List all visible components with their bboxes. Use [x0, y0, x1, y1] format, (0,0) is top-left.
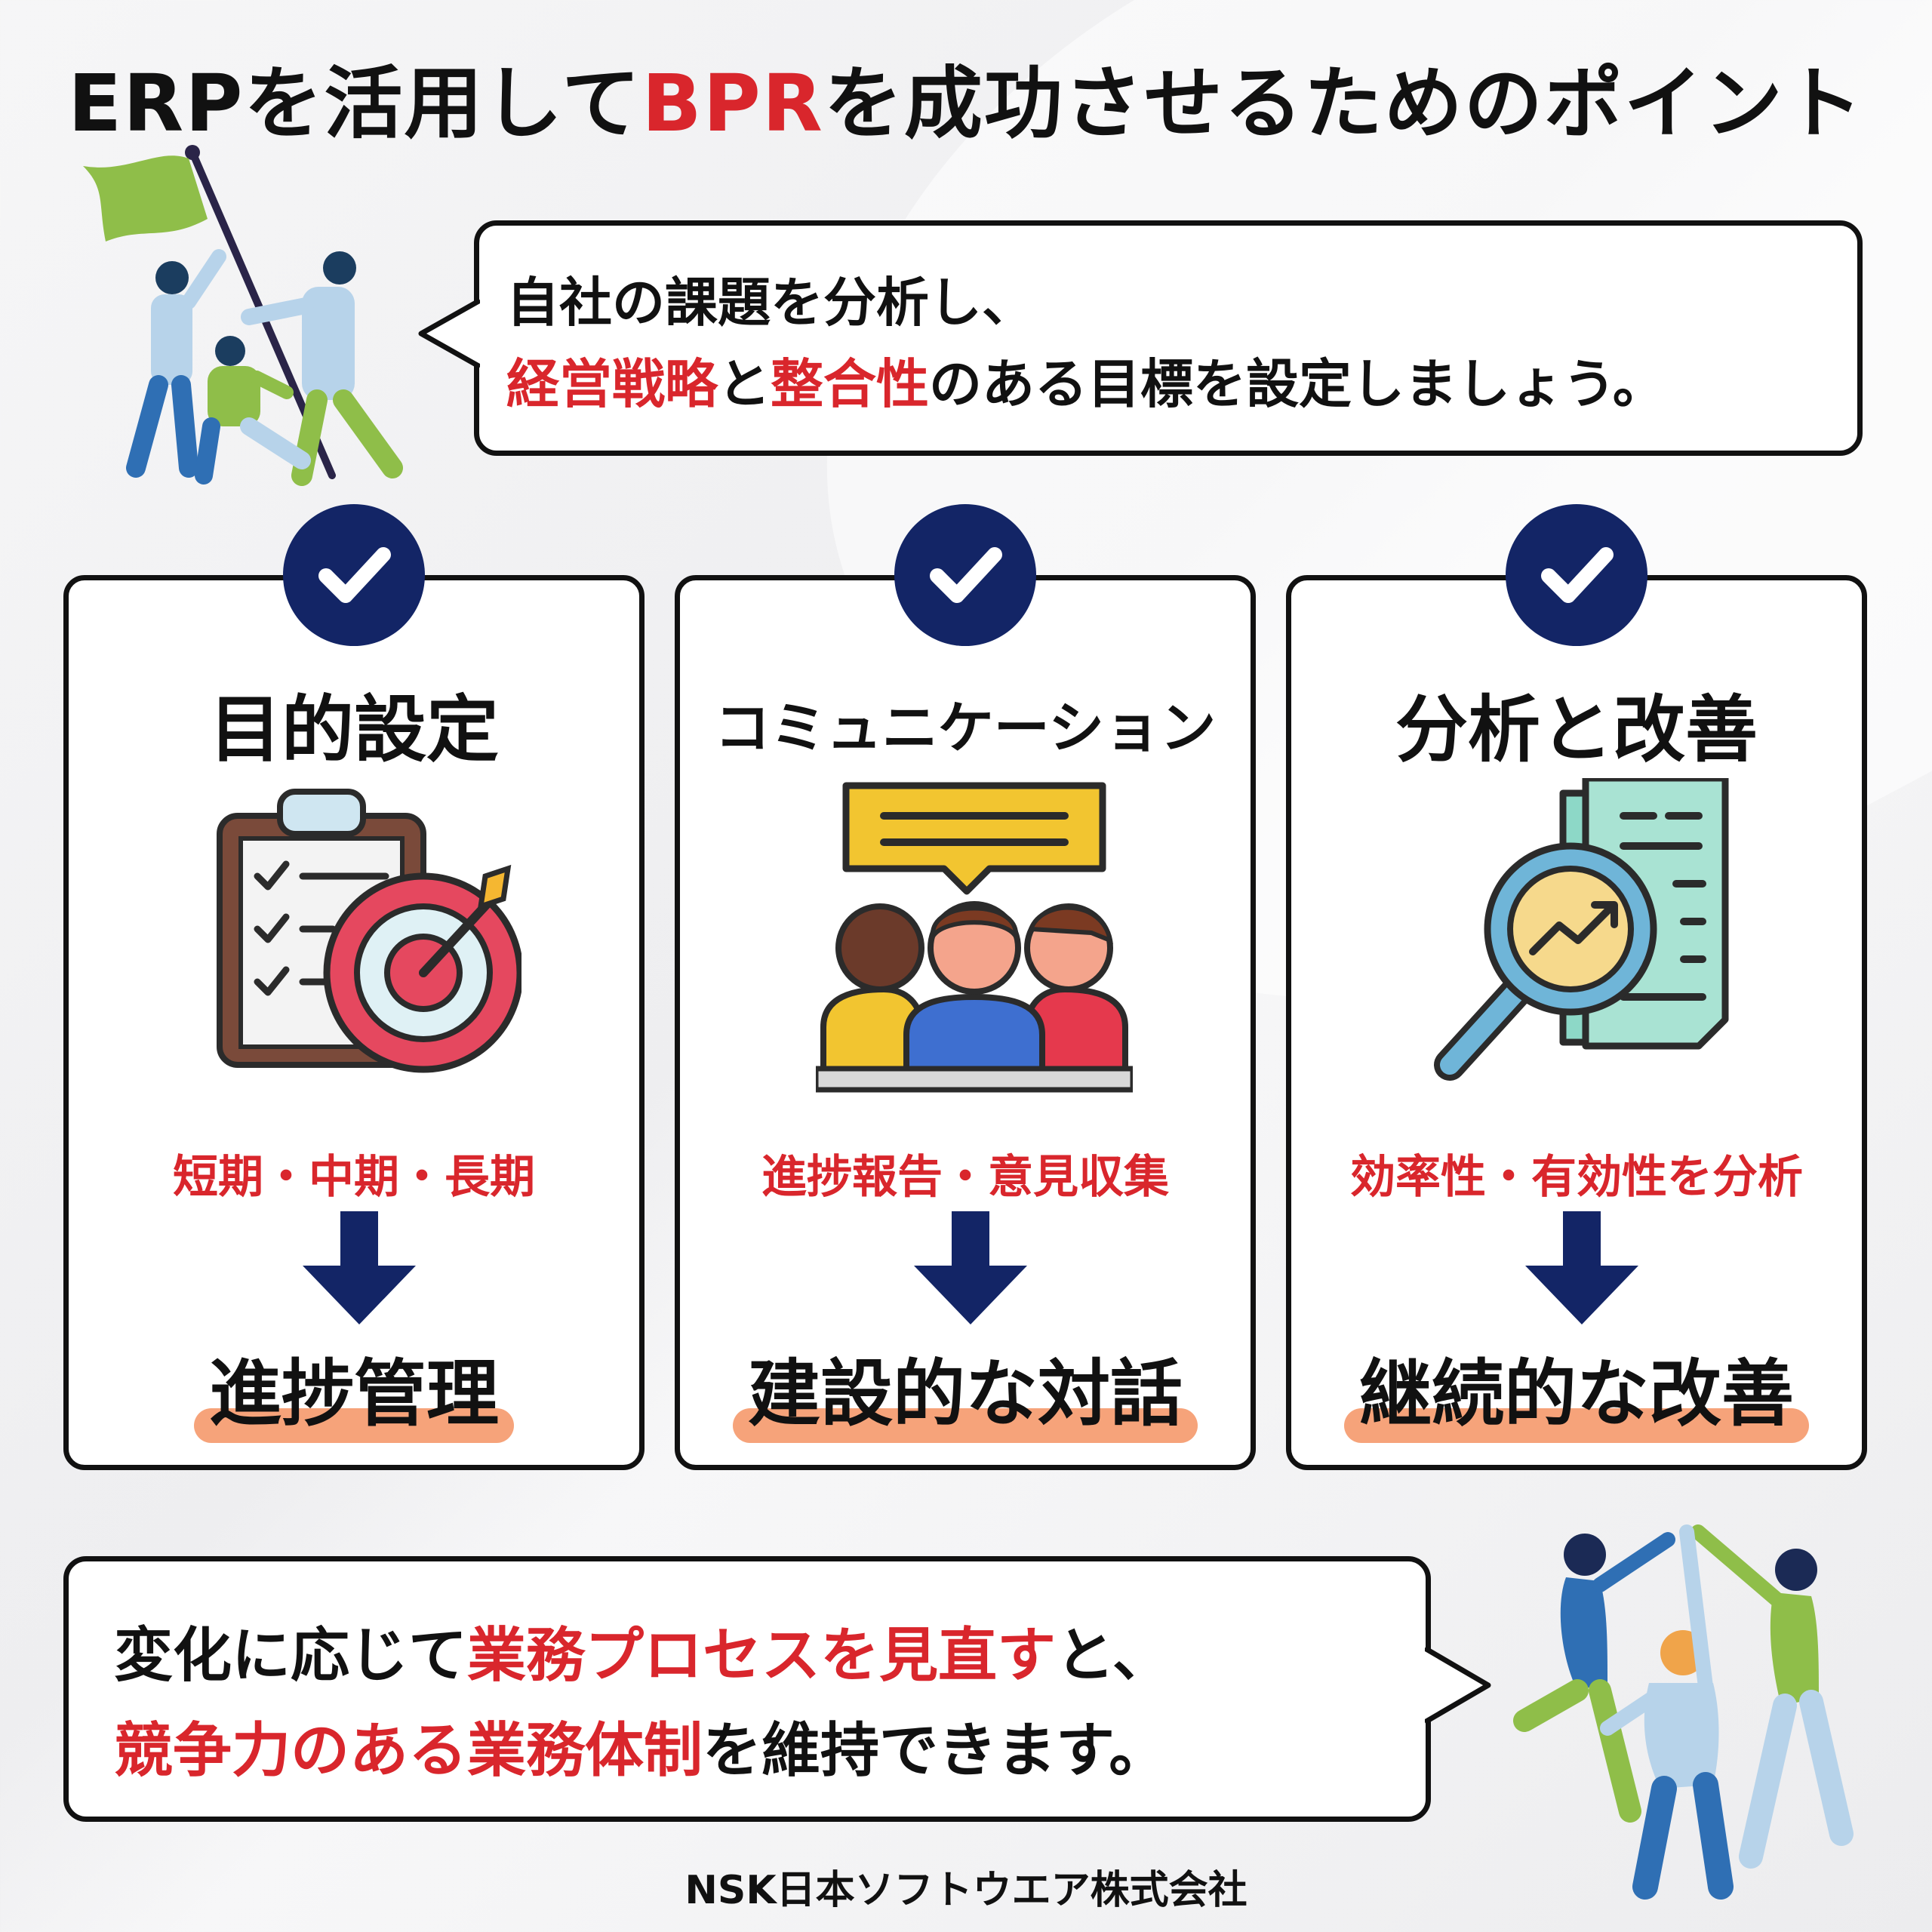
team-flag-illustration	[83, 145, 403, 486]
card-title: コミュニケーション	[714, 696, 1217, 761]
bubble-tail	[1425, 1645, 1491, 1725]
highlight-process-review: 業務プロセスを見直す	[467, 1622, 1057, 1690]
highlight-consistency: 整合性	[771, 353, 929, 415]
bubble-text: 変化に応じて	[114, 1622, 468, 1690]
bubble-line-1: 変化に応じて業務プロセスを見直すと、	[114, 1608, 1380, 1703]
check-icon	[894, 504, 1036, 646]
highlight-competitive-structure: 競争力のある業務体制	[114, 1717, 703, 1785]
team-discussion-icon	[816, 782, 1133, 1093]
page-title: ERPを活用してBPRを成功させるためのポイント	[0, 39, 1932, 153]
card-result-text: 継続的な改善	[1359, 1352, 1794, 1436]
card-subtitle: 短期・中期・長期	[173, 1151, 535, 1204]
team-highfive-illustration	[1513, 1524, 1854, 1900]
card-result: 進捗管理	[194, 1335, 514, 1443]
card-communication: コミュニケーション 進捗報告・意見収集 建設的な対話	[675, 575, 1256, 1470]
company-name: NSK日本ソフトウエア株式会社	[685, 1868, 1247, 1913]
card-result-text: 進捗管理	[209, 1352, 499, 1436]
card-result: 継続的な改善	[1344, 1335, 1809, 1443]
bubble-line-2: 競争力のある業務体制を維持できます。	[114, 1703, 1380, 1798]
clipboard-target-icon	[217, 789, 521, 1073]
card-title: 目的設定	[209, 688, 499, 772]
bubble-line-1: 自社の課題を分析し、	[506, 272, 1035, 334]
goal-speech-bubble: 自社の課題を分析し、 経営戦略と整合性のある目標を設定しましょう。	[474, 220, 1863, 456]
card-purpose: 目的設定 短期・中期・長期 進捗管理	[63, 575, 645, 1470]
document-magnifier-icon	[1434, 778, 1729, 1081]
bubble-text: と	[718, 353, 771, 415]
change-speech-bubble: 変化に応じて業務プロセスを見直すと、 競争力のある業務体制を維持できます。	[63, 1556, 1431, 1822]
check-icon	[283, 504, 425, 646]
card-subtitle: 効率性・有効性を分析	[1350, 1151, 1803, 1204]
card-title: 分析と改善	[1395, 688, 1758, 772]
bubble-tail	[418, 297, 480, 370]
bubble-text: と、	[1056, 1622, 1171, 1690]
arrow-down-icon	[303, 1211, 416, 1324]
bubble-line-2: 経営戦略と整合性のある目標を設定しましょう。	[506, 343, 1830, 425]
card-result: 建設的な対話	[733, 1335, 1198, 1443]
title-part-1: ERPを活用して	[68, 57, 642, 149]
title-highlight: BPR	[641, 57, 824, 149]
arrow-down-icon	[1525, 1211, 1638, 1324]
card-subtitle: 進捗報告・意見収集	[761, 1151, 1169, 1204]
check-icon	[1506, 504, 1647, 646]
arrow-down-icon	[914, 1211, 1027, 1324]
highlight-strategy: 経営戦略	[506, 353, 718, 415]
card-result-text: 建設的な対話	[748, 1352, 1183, 1436]
title-part-3: を成功させるためのポイント	[823, 57, 1864, 149]
bubble-text: を維持できます。	[703, 1717, 1168, 1785]
card-analysis: 分析と改善 効率性・有効性を分析 継続的な改善	[1286, 575, 1867, 1470]
bubble-text: のある目標を設定しましょう。	[929, 353, 1666, 415]
